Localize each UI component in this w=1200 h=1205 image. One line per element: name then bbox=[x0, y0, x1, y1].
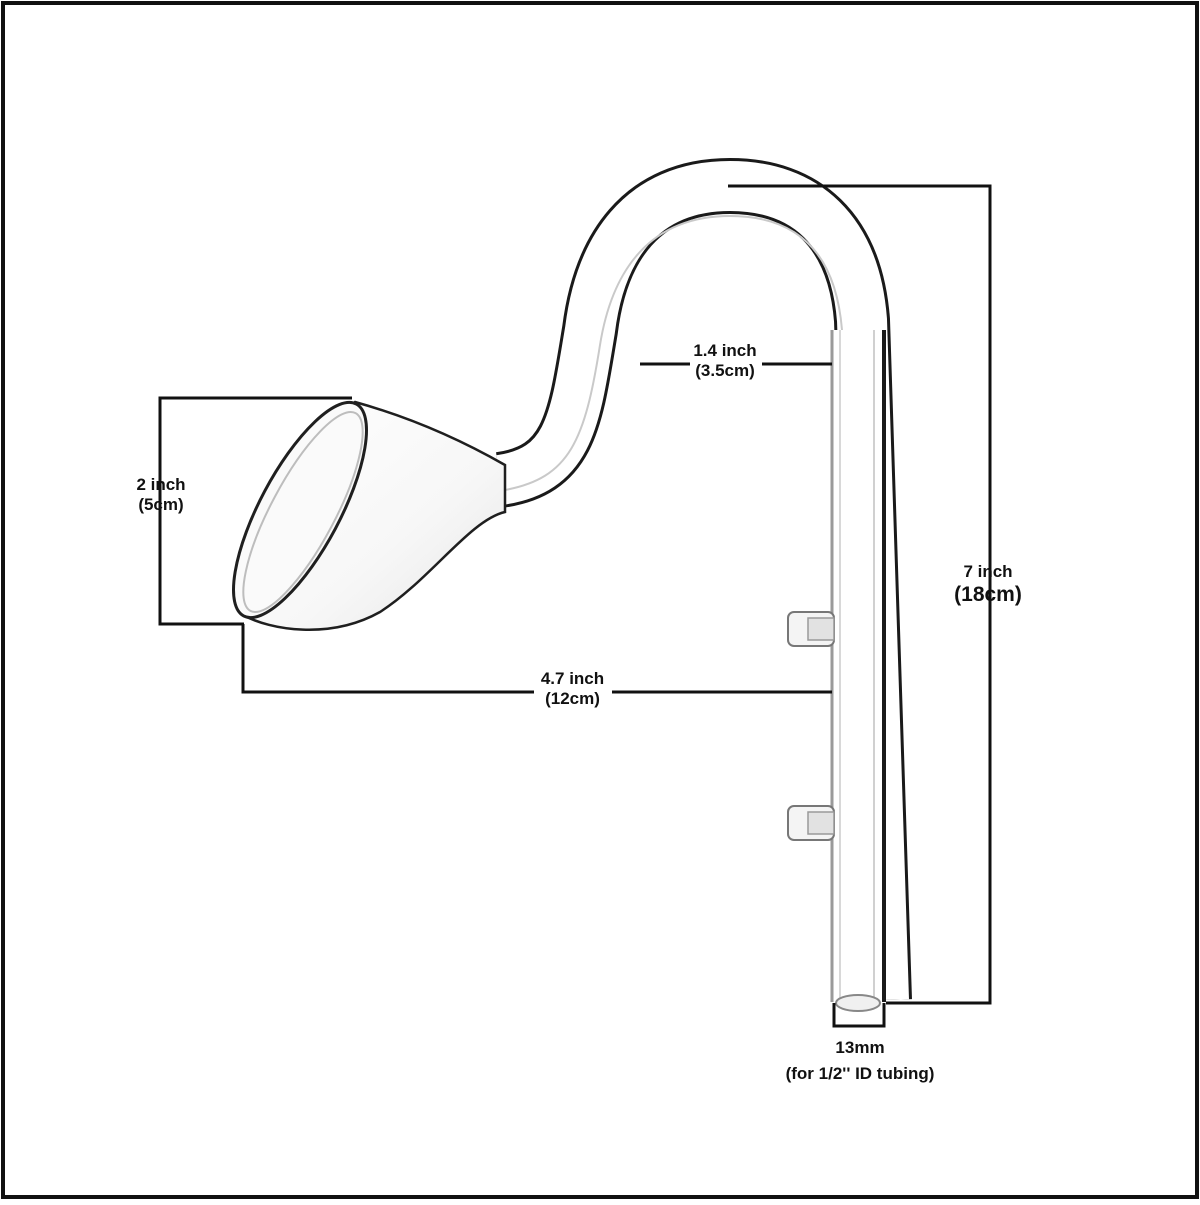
height-metric: (18cm) bbox=[954, 583, 1022, 607]
diameter-note: (for 1/2'' ID tubing) bbox=[785, 1064, 935, 1084]
reach-dimension-line-left bbox=[241, 624, 534, 694]
diameter-bracket bbox=[832, 1003, 886, 1028]
tube-opening bbox=[835, 994, 881, 1012]
suction-nub-upper bbox=[787, 611, 835, 647]
mouth-label: 2 inch (5cm) bbox=[106, 475, 216, 516]
mouth-imperial: 2 inch bbox=[136, 475, 186, 494]
height-label: 7 inch (18cm) bbox=[938, 562, 1038, 608]
height-imperial: 7 inch bbox=[963, 562, 1013, 581]
gap-imperial: 1.4 inch bbox=[693, 341, 757, 360]
height-dimension-line bbox=[728, 184, 992, 1005]
tube-highlight bbox=[504, 214, 859, 996]
gap-label: 1.4 inch (3.5cm) bbox=[660, 341, 790, 382]
reach-label: 4.7 inch (12cm) bbox=[515, 669, 630, 710]
diameter-label: 13mm (for 1/2'' ID tubing) bbox=[760, 1035, 960, 1088]
glass-pipe bbox=[232, 157, 912, 1012]
tube-outer bbox=[494, 157, 912, 1001]
reach-imperial: 4.7 inch bbox=[540, 669, 605, 688]
gap-metric: (3.5cm) bbox=[695, 361, 755, 381]
dimension-lines bbox=[158, 184, 992, 1028]
suction-nub-lower bbox=[787, 805, 835, 841]
reach-metric: (12cm) bbox=[545, 689, 600, 709]
tube-inner bbox=[495, 160, 909, 1001]
mouth-dimension-line bbox=[158, 396, 352, 626]
diameter-size: 13mm bbox=[835, 1038, 885, 1057]
mouth-metric: (5cm) bbox=[138, 495, 184, 515]
funnel-mouth bbox=[232, 400, 368, 620]
